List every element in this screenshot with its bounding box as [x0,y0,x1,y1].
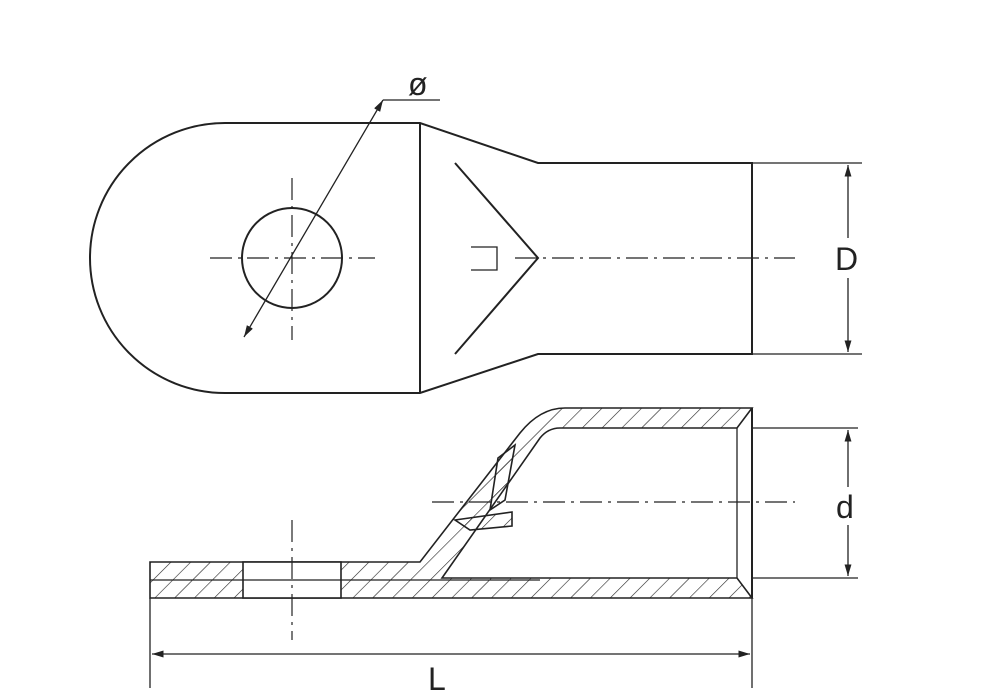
inspection-tab [452,511,513,531]
inspection-notch [471,246,498,271]
d-inner-label-bg [834,487,860,525]
crimp-chevron [454,162,540,355]
inner-shoulder-strip [488,443,517,512]
hole-diameter-label: ø [408,66,428,102]
d-outer-label-bg [834,238,862,278]
length-label: L [428,661,446,697]
inner-diameter-label: d [836,489,854,525]
top-view-outline [89,122,753,394]
outer-diameter-label: D [835,241,858,277]
side-section-view: d L [149,407,860,697]
top-view: ø D [89,66,862,394]
diameter-dimension-line [243,99,384,338]
section-wall [149,407,754,599]
